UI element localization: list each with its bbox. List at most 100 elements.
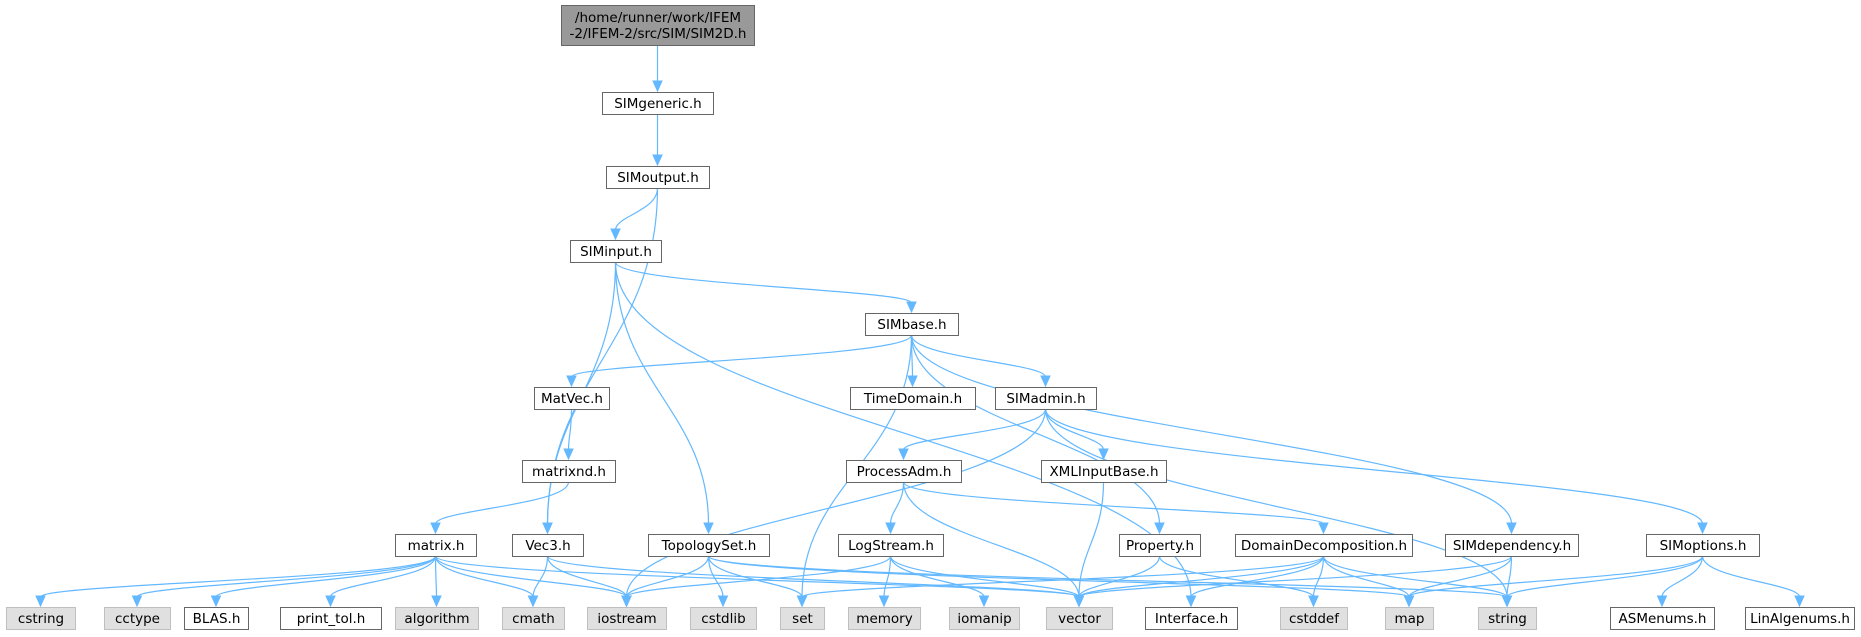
edge-simdependency-to-vector — [1073, 555, 1513, 608]
edge-arrowhead — [1697, 522, 1708, 535]
node-box — [534, 387, 610, 410]
node-blas[interactable]: BLAS.h — [184, 607, 249, 630]
edge-simoptions-to-string — [1501, 555, 1704, 608]
edge-line — [1078, 555, 1161, 598]
edge-arrowhead — [1154, 522, 1165, 535]
edge-line — [625, 555, 892, 598]
node-label: Vec3.h — [525, 538, 570, 554]
node-asmenums[interactable]: ASMenums.h — [1610, 607, 1715, 630]
node-vec3[interactable]: Vec3.h — [512, 534, 584, 557]
node-label: TimeDomain.h — [863, 391, 962, 407]
node-box — [1280, 607, 1348, 630]
node-interface[interactable]: Interface.h — [1145, 607, 1238, 630]
node-box — [395, 607, 479, 630]
edge-line — [434, 555, 628, 598]
node-label: -2/IFEM-2/src/SIM/SIM2D.h — [570, 26, 747, 42]
node-simoutput[interactable]: SIMoutput.h — [606, 166, 710, 189]
node-box — [949, 607, 1020, 630]
node-box — [6, 607, 76, 630]
edge-arrowhead — [907, 375, 918, 388]
node-label: ProcessAdm.h — [857, 464, 952, 480]
node-label: Interface.h — [1155, 611, 1228, 627]
edge-line — [1322, 555, 1410, 598]
node-property[interactable]: Property.h — [1119, 534, 1201, 557]
node-label: matrixnd.h — [532, 464, 606, 480]
node-cctype: cctype — [104, 607, 171, 630]
edge-line — [910, 334, 1513, 525]
nodes-layer: /home/runner/work/IFEM-2/IFEM-2/src/SIM/… — [6, 5, 1855, 630]
edge-vec3-to-cmath — [527, 555, 549, 608]
node-simadmin[interactable]: SIMadmin.h — [995, 387, 1097, 410]
node-simgeneric[interactable]: SIMgeneric.h — [602, 92, 714, 115]
edge-line — [1312, 555, 1325, 598]
edge-arrowhead — [621, 595, 632, 608]
node-label: ASMenums.h — [1619, 611, 1707, 627]
edge-line — [546, 555, 628, 598]
node-label: XMLInputBase.h — [1049, 464, 1158, 480]
node-linalgenums[interactable]: LinAlgenums.h — [1745, 607, 1855, 630]
node-topologyset[interactable]: TopologySet.h — [648, 534, 770, 557]
edge-arrowhead — [1318, 522, 1329, 535]
edge-simbase-to-simdependency — [910, 334, 1517, 535]
node-matrix[interactable]: matrix.h — [395, 534, 477, 557]
edge-arrowhead — [431, 595, 442, 608]
node-box — [1235, 534, 1413, 557]
node-label: MatVec.h — [541, 391, 603, 407]
edge-arrowhead — [1506, 522, 1517, 535]
node-label: SIMbase.h — [877, 317, 946, 333]
node-label: cmath — [512, 611, 555, 627]
node-timedomain[interactable]: TimeDomain.h — [850, 387, 976, 410]
edge-line — [434, 555, 534, 598]
node-box — [502, 607, 565, 630]
node-processadm[interactable]: ProcessAdm.h — [846, 460, 962, 483]
edge-line — [707, 555, 724, 598]
node-box — [395, 534, 477, 557]
node-map: map — [1385, 607, 1434, 630]
edge-simoptions-to-linalgenums — [1701, 555, 1805, 608]
node-matrixnd[interactable]: matrixnd.h — [522, 460, 616, 483]
edge-line — [434, 555, 438, 598]
edge-arrowhead — [1308, 595, 1319, 608]
node-simdependency[interactable]: SIMdependency.h — [1445, 534, 1579, 557]
edge-arrowhead — [210, 595, 222, 608]
node-simbase[interactable]: SIMbase.h — [865, 313, 959, 336]
edge-line — [1661, 555, 1704, 598]
node-label: Property.h — [1126, 538, 1194, 554]
node-label: matrix.h — [408, 538, 465, 554]
node-label: set — [792, 611, 813, 627]
node-matvec[interactable]: MatVec.h — [534, 387, 610, 410]
edge-line — [39, 555, 437, 598]
edge-matrix-to-cstring — [35, 555, 437, 608]
edge-topologyset-to-cstdlib — [707, 555, 729, 608]
node-printtol[interactable]: print_tol.h — [280, 607, 382, 630]
edge-line — [1078, 481, 1105, 598]
node-xmlinputbase[interactable]: XMLInputBase.h — [1041, 460, 1167, 483]
edge-simadmin-to-simoptions — [1044, 408, 1708, 535]
node-set: set — [780, 607, 825, 630]
edge-line — [1078, 555, 1325, 598]
edge-line — [1044, 408, 1105, 451]
node-box — [512, 534, 584, 557]
edge-arrowhead — [878, 595, 890, 608]
edge-logstream-to-iostream — [621, 555, 892, 608]
edge-arrowhead — [703, 522, 714, 535]
edge-domaindecomp-to-cstddef — [1308, 555, 1325, 608]
node-box — [561, 5, 755, 46]
node-algorithm: algorithm — [395, 607, 479, 630]
node-box — [648, 534, 770, 557]
node-siminput[interactable]: SIMinput.h — [570, 240, 662, 263]
node-box — [1119, 534, 1201, 557]
edge-arrowhead — [885, 522, 896, 535]
node-box — [850, 387, 976, 410]
edge-xmlinputbase-to-vector — [1073, 481, 1105, 608]
edge-line — [1506, 555, 1513, 598]
node-logstream[interactable]: LogStream.h — [838, 534, 944, 557]
edge-domaindecomp-to-string — [1322, 555, 1513, 608]
node-simoptions[interactable]: SIMoptions.h — [1646, 534, 1760, 557]
edge-arrowhead — [563, 448, 574, 461]
edge-simadmin-to-processadm — [898, 408, 1047, 461]
edge-line — [1190, 555, 1325, 598]
edge-domaindecomp-to-map — [1322, 555, 1415, 608]
node-domaindecomp[interactable]: DomainDecomposition.h — [1235, 534, 1413, 557]
edge-line — [883, 555, 892, 598]
